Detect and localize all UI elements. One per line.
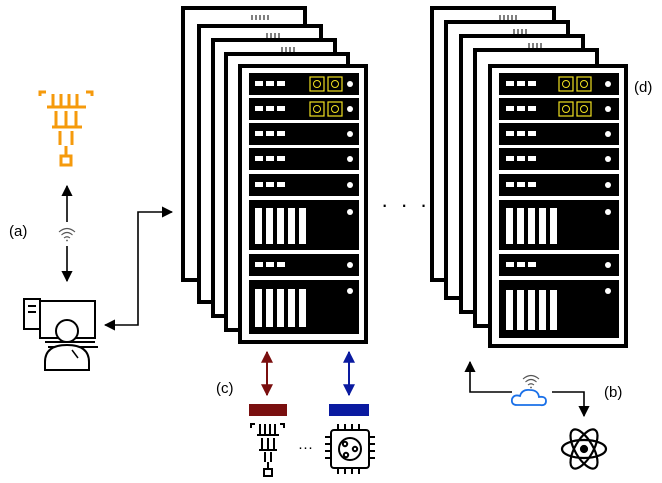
interface-bar-red <box>249 404 287 416</box>
quantum-computer-icon <box>38 90 94 167</box>
processor-chip-icon <box>325 424 375 474</box>
arrow-workstation-cluster <box>103 206 174 331</box>
server-rack-icon <box>488 64 628 348</box>
atom-icon <box>560 428 608 470</box>
label-c: (c) <box>216 380 234 397</box>
label-a: (a) <box>9 223 27 240</box>
cloud-icon <box>510 388 547 407</box>
rack-vents <box>251 15 295 52</box>
ellipsis-devices: ··· <box>298 439 313 456</box>
rack-vents <box>499 15 542 48</box>
user-workstation-icon <box>23 298 98 371</box>
ellipsis-clusters: · · · <box>381 192 430 217</box>
wifi-icon <box>58 227 76 242</box>
label-d: (d) <box>634 79 652 96</box>
quantum-computer-icon <box>250 423 285 477</box>
interface-bar-blue <box>329 404 369 416</box>
wifi-icon <box>522 374 540 389</box>
label-b: (b) <box>604 384 622 401</box>
server-rack-icon <box>238 64 368 344</box>
